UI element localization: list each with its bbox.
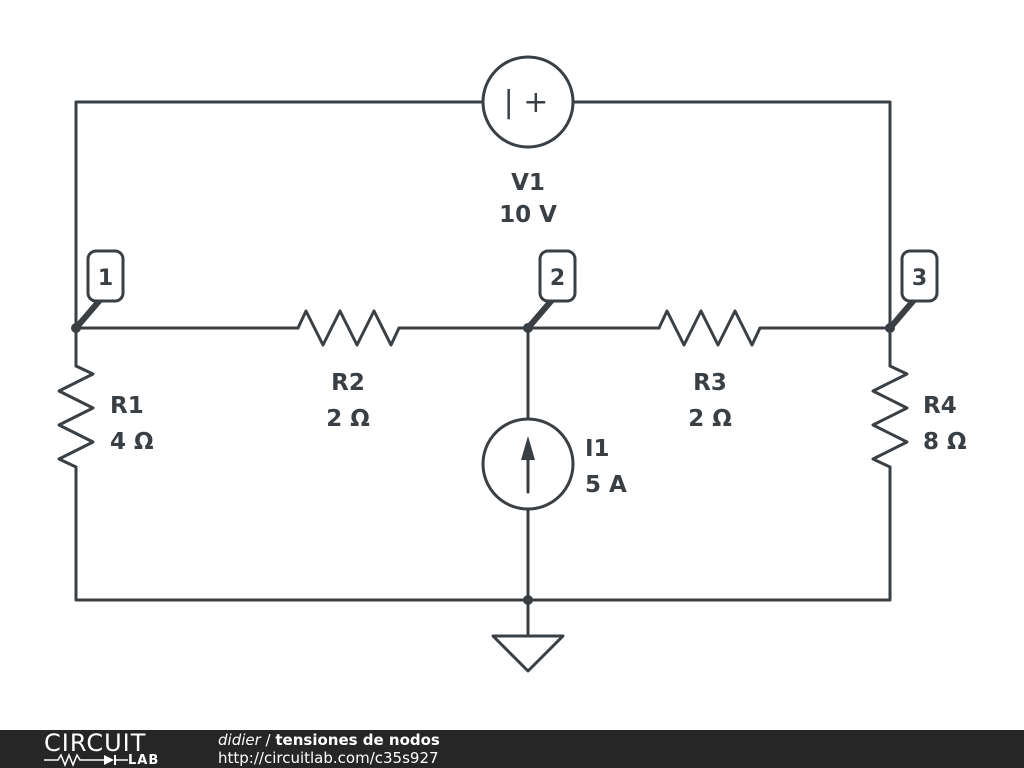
v1-name: V1 xyxy=(511,170,545,196)
junction-ground xyxy=(523,595,533,605)
circuitlab-logo-text[interactable]: CIRCUIT xyxy=(44,729,147,757)
wire-r1-bottom xyxy=(74,465,530,602)
r3-name: R3 xyxy=(693,370,727,396)
ground-symbol xyxy=(491,634,565,673)
r3-value: 2 Ω xyxy=(688,406,732,432)
r4-value: 8 Ω xyxy=(923,429,967,455)
author-link[interactable]: didier xyxy=(218,731,261,749)
node-label-3: 3 xyxy=(912,266,927,291)
r2-name: R2 xyxy=(331,370,365,396)
r1-name: R1 xyxy=(110,393,144,419)
v1-symbol: | + xyxy=(504,85,549,120)
i1-value: 5 A xyxy=(585,472,627,498)
wire-r4-bottom xyxy=(526,465,892,602)
r4-name: R4 xyxy=(923,393,957,419)
node-tag-1[interactable]: 1 xyxy=(73,249,125,331)
r1-value: 4 Ω xyxy=(110,429,154,455)
i1-name: I1 xyxy=(585,436,610,462)
node-tag-2[interactable]: 2 xyxy=(525,249,577,331)
node-tag-3[interactable]: 3 xyxy=(887,249,939,331)
node-label-1: 1 xyxy=(98,266,113,291)
logo-resistor-diode-icon xyxy=(44,753,128,767)
circuit-title[interactable]: tensiones de nodos xyxy=(275,731,440,749)
current-arrow-head xyxy=(521,436,535,460)
wire-top-right xyxy=(571,100,892,330)
circuit-attribution: didier / tensiones de nodos xyxy=(218,731,440,749)
attribution-separator: / xyxy=(260,731,276,749)
v1-value: 10 V xyxy=(499,202,557,228)
resistor-r1[interactable] xyxy=(57,364,95,469)
voltage-source-v1[interactable] xyxy=(481,55,575,149)
resistor-r3[interactable] xyxy=(657,309,762,347)
resistor-r2[interactable] xyxy=(296,309,401,347)
wire-top-left xyxy=(74,100,485,330)
circuit-url[interactable]: http://circuitlab.com/c35s927 xyxy=(218,749,439,767)
circuit-schematic: | + V1 10 V R2 2 Ω R3 2 Ω R1 4 Ω R4 8 Ω … xyxy=(57,55,967,673)
node-label-2: 2 xyxy=(550,266,565,291)
resistor-r4[interactable] xyxy=(871,364,909,469)
footer-bar: CIRCUIT LAB didier / tensiones de nodos … xyxy=(0,730,1024,768)
r2-value: 2 Ω xyxy=(326,406,370,432)
circuitlab-logo-lab: LAB xyxy=(128,753,160,768)
